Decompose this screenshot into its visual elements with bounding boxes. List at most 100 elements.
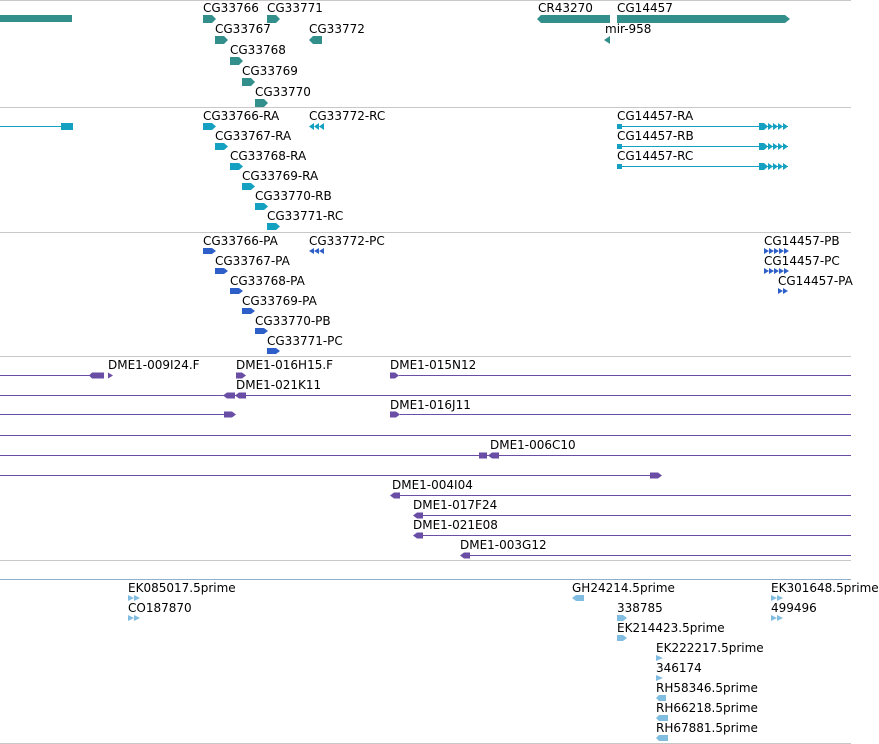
- protein-label[interactable]: CG14457-PB: [764, 234, 840, 248]
- protein-label[interactable]: CG33767-PA: [215, 254, 290, 268]
- protein-label[interactable]: CG33768-PA: [230, 274, 305, 288]
- transcript-label[interactable]: CG33770-RB: [255, 189, 332, 203]
- est-glyph[interactable]: [656, 675, 664, 681]
- est-label[interactable]: CO187870: [128, 601, 192, 615]
- transcript-label[interactable]: CG33771-RC: [267, 209, 344, 223]
- transcript-label[interactable]: CG14457-RB: [617, 129, 694, 143]
- transcript-exon[interactable]: [61, 123, 73, 130]
- protein-label[interactable]: CG33772-PC: [309, 234, 385, 248]
- est-glyph[interactable]: [771, 615, 785, 621]
- transcript-glyph[interactable]: [617, 123, 790, 130]
- transcript-glyph[interactable]: [267, 223, 280, 230]
- est-label[interactable]: EK085017.5prime: [128, 581, 236, 595]
- transcript-glyph[interactable]: [242, 183, 255, 190]
- est-glyph[interactable]: [128, 595, 142, 601]
- gene-glyph[interactable]: [203, 15, 216, 23]
- protein-glyph[interactable]: [764, 248, 790, 254]
- gene-glyph[interactable]: [617, 15, 790, 23]
- est-glyph[interactable]: [656, 735, 668, 741]
- gene-label[interactable]: CG33768: [230, 43, 286, 57]
- clone-label[interactable]: DME1-015N12: [390, 358, 477, 372]
- clone-label[interactable]: DME1-021E08: [413, 518, 498, 532]
- est-label[interactable]: RH58346.5prime: [656, 681, 758, 695]
- clone-label[interactable]: DME1-017F24: [413, 498, 498, 512]
- clone-label[interactable]: DME1-003G12: [460, 538, 547, 552]
- protein-glyph[interactable]: [778, 288, 790, 294]
- clone-label[interactable]: DME1-016J11: [390, 398, 471, 412]
- est-glyph[interactable]: [656, 715, 668, 721]
- est-label[interactable]: EK214423.5prime: [617, 621, 725, 635]
- est-glyph[interactable]: [771, 595, 785, 601]
- gene-label[interactable]: CG33766: [203, 1, 259, 15]
- est-label[interactable]: 338785: [617, 601, 663, 615]
- est-label[interactable]: EK222217.5prime: [656, 641, 764, 655]
- gene-glyph[interactable]: [215, 36, 228, 44]
- protein-glyph[interactable]: [242, 308, 255, 314]
- gene-label[interactable]: CG33771: [267, 1, 323, 15]
- clone-label[interactable]: DME1-009I24.F: [108, 358, 200, 372]
- clone-label[interactable]: DME1-021K11: [236, 378, 322, 392]
- est-label[interactable]: GH24214.5prime: [572, 581, 675, 595]
- protein-glyph[interactable]: [309, 248, 325, 254]
- transcript-label[interactable]: CG33772-RC: [309, 109, 386, 123]
- gene-label[interactable]: CR43270: [538, 1, 593, 15]
- protein-label[interactable]: CG14457-PC: [764, 254, 840, 268]
- transcript-label[interactable]: CG33768-RA: [230, 149, 307, 163]
- protein-glyph[interactable]: [255, 328, 268, 334]
- clone-label[interactable]: DME1-004I04: [392, 478, 473, 492]
- est-label[interactable]: EK301648.5prime: [771, 581, 879, 595]
- gene-glyph[interactable]: [537, 15, 610, 23]
- transcript-label[interactable]: CG14457-RA: [617, 109, 694, 123]
- transcript-label[interactable]: CG33766-RA: [203, 109, 280, 123]
- protein-glyph[interactable]: [764, 268, 790, 274]
- gene-label[interactable]: CG33769: [242, 64, 298, 78]
- gene-label[interactable]: CG33770: [255, 85, 311, 99]
- protein-glyph[interactable]: [267, 348, 280, 354]
- transcript-glyph[interactable]: [617, 143, 790, 150]
- transcript-label[interactable]: CG14457-RC: [617, 149, 694, 163]
- est-label[interactable]: RH66218.5prime: [656, 701, 758, 715]
- gene-glyph[interactable]: [309, 36, 322, 44]
- transcript-glyph[interactable]: [309, 123, 325, 130]
- gene-glyph[interactable]: [255, 99, 268, 107]
- est-label[interactable]: RH67881.5prime: [656, 721, 758, 735]
- est-glyph[interactable]: [128, 615, 142, 621]
- clone-label[interactable]: DME1-016H15.F: [236, 358, 334, 372]
- est-label[interactable]: 346174: [656, 661, 702, 675]
- protein-label[interactable]: CG14457-PA: [778, 274, 853, 288]
- gene-glyph[interactable]: [230, 57, 243, 65]
- transcript-glyph[interactable]: [255, 203, 268, 210]
- est-glyph[interactable]: [572, 595, 584, 601]
- protein-glyph[interactable]: [203, 248, 216, 254]
- track-separator: [0, 0, 851, 1]
- est-label[interactable]: 499496: [771, 601, 817, 615]
- est-glyph[interactable]: [656, 695, 666, 701]
- gene-glyph[interactable]: [604, 36, 610, 44]
- transcript-glyph[interactable]: [203, 123, 216, 130]
- transcript-glyph[interactable]: [215, 143, 228, 150]
- protein-label[interactable]: CG33771-PC: [267, 334, 343, 348]
- track-separator: [0, 356, 851, 357]
- transcript-label[interactable]: CG33767-RA: [215, 129, 292, 143]
- clone-label[interactable]: DME1-006C10: [490, 438, 576, 452]
- transcript-glyph[interactable]: [230, 163, 243, 170]
- track-separator: [0, 232, 851, 233]
- protein-label[interactable]: CG33769-PA: [242, 294, 317, 308]
- gene-glyph[interactable]: [267, 15, 280, 23]
- est-glyph[interactable]: [617, 615, 627, 621]
- protein-label[interactable]: CG33766-PA: [203, 234, 278, 248]
- transcript-glyph[interactable]: [617, 163, 790, 170]
- gene-bar[interactable]: [0, 15, 72, 22]
- gene-label[interactable]: CG33767: [215, 22, 271, 36]
- est-glyph[interactable]: [617, 635, 627, 641]
- protein-glyph[interactable]: [230, 288, 243, 294]
- protein-glyph[interactable]: [215, 268, 228, 274]
- transcript-label[interactable]: CG33769-RA: [242, 169, 319, 183]
- gene-label[interactable]: CG14457: [617, 1, 673, 15]
- gene-label[interactable]: mir-958: [605, 22, 652, 36]
- est-glyph[interactable]: [656, 655, 664, 661]
- gene-label[interactable]: CG33772: [309, 22, 365, 36]
- track-separator: [0, 579, 851, 580]
- gene-glyph[interactable]: [242, 78, 255, 86]
- protein-label[interactable]: CG33770-PB: [255, 314, 331, 328]
